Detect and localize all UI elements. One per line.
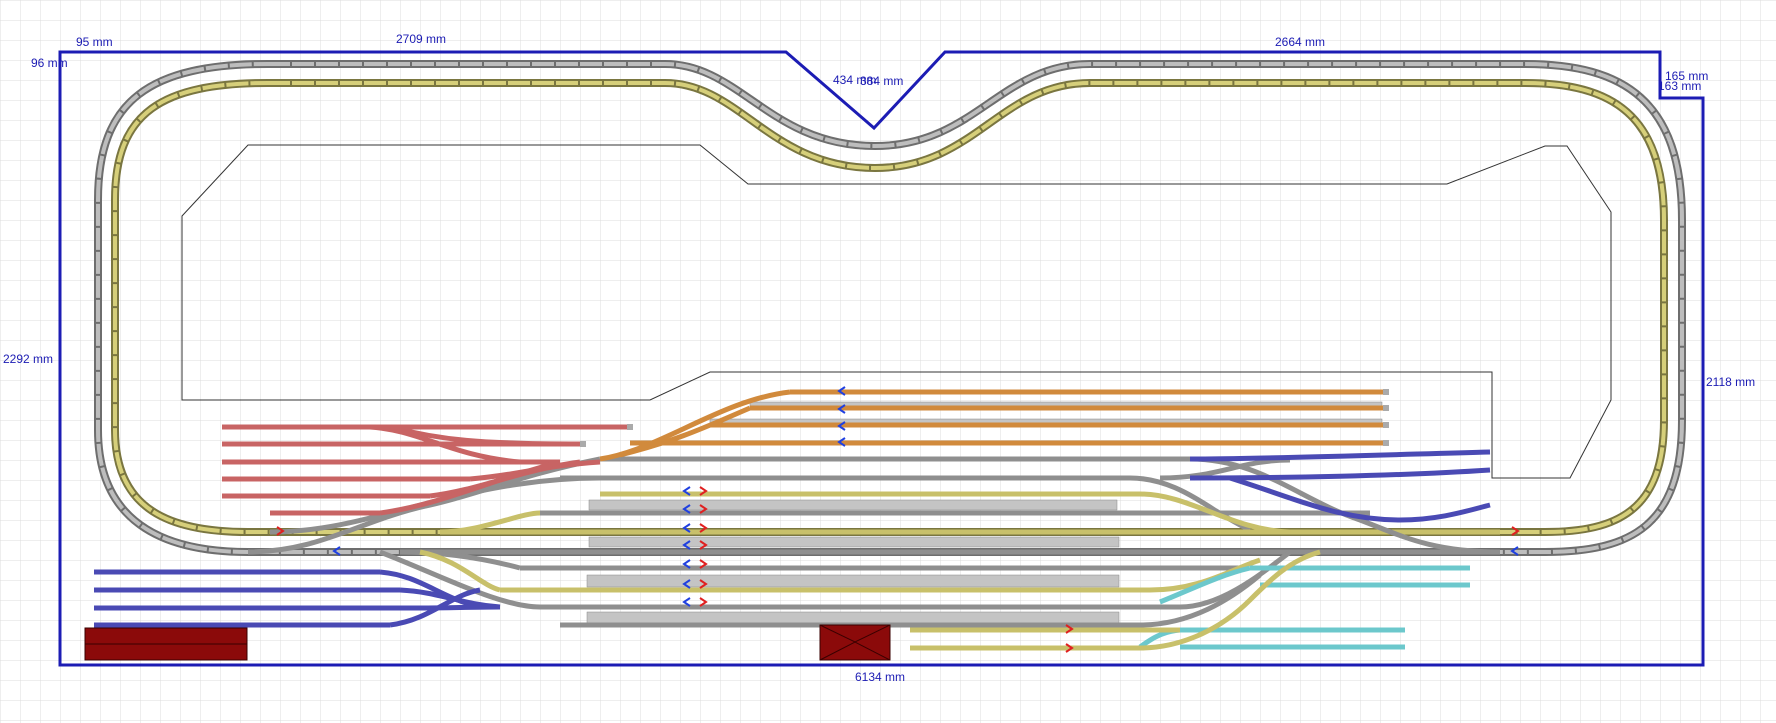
right-throat (1159, 456, 1501, 555)
dimension-top-notch-a: 434 mm (833, 73, 877, 87)
orange-buffers (1383, 389, 1389, 446)
orange-yard (599, 389, 1385, 462)
dimension-left-top: 96 mm (31, 56, 68, 70)
outer-loop-rail (96, 62, 1684, 554)
dimension-top-notch-b: 384 mm (860, 74, 904, 88)
dimension-top-left-short: 95 mm (76, 35, 113, 49)
red-yard (222, 424, 627, 516)
dimension-right-height: 2118 mm (1706, 375, 1756, 389)
dimension-right-step-b: 163 mm (1658, 79, 1702, 93)
baseboard-outline (181, 144, 1612, 479)
signals-west (332, 386, 1519, 607)
blue-left-yard (94, 569, 501, 628)
room-outline (58, 50, 1705, 667)
cyan-yard (1138, 565, 1470, 650)
building-center-roof (819, 624, 891, 661)
platform-main-1 (588, 499, 1118, 511)
platform-main-2 (588, 536, 1120, 548)
inner-loop-rail (113, 81, 1666, 534)
dimension-right-step-a: 165 mm (1665, 69, 1709, 83)
dimension-bottom-width: 6134 mm (855, 670, 906, 684)
red-buffers (580, 424, 633, 447)
blue-right-yard (1189, 449, 1491, 523)
yellow-spurs (910, 549, 1321, 651)
dimension-top-right: 2664 mm (1275, 35, 1326, 49)
platform-main-3 (586, 574, 1120, 588)
signals-east (276, 486, 1520, 653)
dimension-left-height: 2292 mm (3, 352, 54, 366)
dimension-top-left: 2709 mm (396, 32, 447, 46)
